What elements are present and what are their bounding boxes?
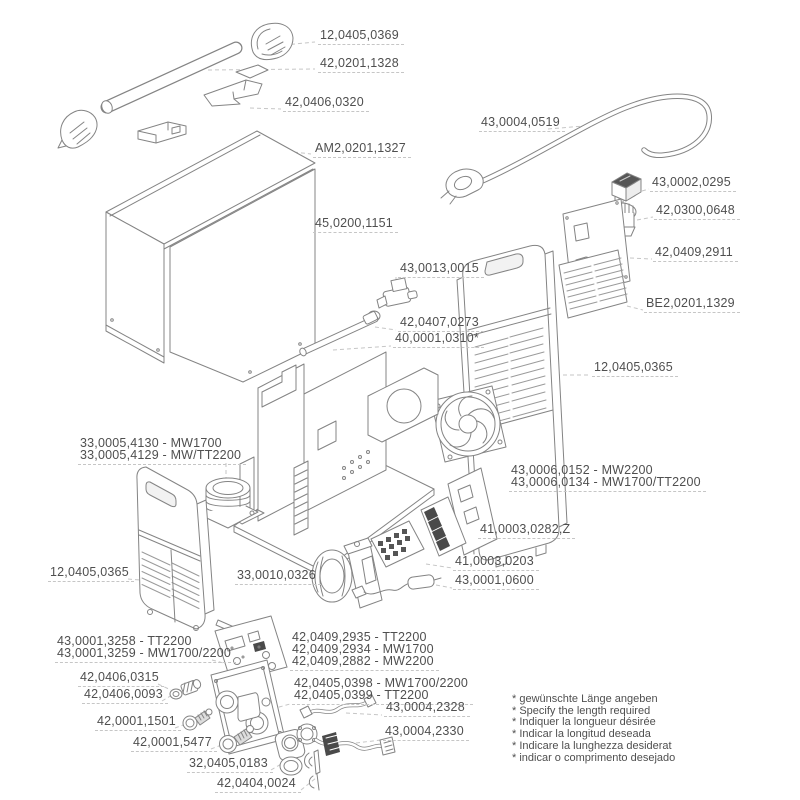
- fixing-clip: [304, 749, 321, 791]
- part-number-text: 43,0006,0134 - MW1700/TT2200: [511, 475, 701, 489]
- part-number-text: 42,0405,0398 - MW1700/2200: [294, 676, 469, 690]
- part-label-42-0404-0024: 42,0404,0024: [215, 777, 301, 793]
- latch-bracket: [137, 121, 187, 144]
- chassis: [233, 351, 439, 578]
- housing-cover: [105, 130, 316, 383]
- plug-small: [182, 708, 213, 731]
- corner-cap-top: [250, 22, 294, 61]
- part-label-43-0002-0295: 43,0002,0295: [650, 176, 736, 192]
- part-label-43-0004-2330: 43,0004,2330: [383, 725, 469, 741]
- control-pcb: [214, 615, 288, 683]
- part-label-12-0405-0365-left: 12,0405,0365: [48, 566, 134, 582]
- fan: [430, 385, 507, 463]
- part-number-text: 43,0006,0152 - MW2200: [511, 463, 653, 477]
- pcb-cluster: [370, 467, 498, 568]
- part-label-42-0201-1328: 42,0201,1328: [318, 57, 404, 73]
- part-label-41-0003-0282z: 41,0003,0282,Z: [478, 523, 576, 539]
- footnote-line: * Indicare la lunghezza desiderat: [512, 739, 672, 752]
- part-label-40-0001-0310: 40,0001,0310*: [393, 332, 484, 348]
- part-label-42-0001-5477: 42,0001,5477: [131, 736, 217, 752]
- part-label-45-0200-1151: 45,0200,1151: [313, 217, 398, 233]
- part-label-group-43-0001: 43,0001,3258 - TT2200 43,0001,3259 - MW1…: [55, 634, 237, 663]
- part-number-text: 42,0405,0399 - TT2200: [294, 688, 429, 702]
- part-label-43-0004-2328: 43,0004,2328: [384, 701, 470, 717]
- corner-cap-left: [57, 109, 98, 149]
- gas-hose: [299, 311, 379, 357]
- part-label-42-0409-2911: 42,0409,2911: [653, 246, 738, 262]
- part-label-12-0405-0365-right: 12,0405,0365: [592, 361, 678, 377]
- footnote-line: * Specify the length required: [512, 704, 651, 717]
- part-label-am2-0201-1327: AM2,0201,1327: [313, 142, 411, 158]
- power-switch: [611, 172, 642, 208]
- part-number-text: 42,0409,2882 - MW2200: [292, 654, 434, 668]
- part-label-43-0001-0600: 43,0001,0600: [453, 574, 539, 590]
- part-number-text: 33,0005,4130 - MW1700: [80, 436, 222, 450]
- part-label-group-43-0006: 43,0006,0152 - MW2200 43,0006,0134 - MW1…: [509, 464, 706, 492]
- part-label-41-0003-0203: 41,0003,0203: [453, 555, 539, 571]
- part-label-group-33-0005: 33,0005,4130 - MW1700 33,0005,4129 - MW/…: [78, 436, 247, 465]
- part-number-text: 43,0001,3258 - TT2200: [57, 634, 192, 648]
- part-number-text: 43,0001,3259 - MW1700/2200: [57, 646, 232, 660]
- plug-large: [219, 725, 254, 753]
- adapter-sleeves: [169, 679, 202, 700]
- handle-tube: [100, 41, 243, 114]
- part-label-group-42-0405: 42,0405,0398 - MW1700/2200 42,0405,0399 …: [292, 676, 474, 705]
- vent-grille: [558, 249, 628, 319]
- footnote-block: * gewünschte Länge angeben * Specify the…: [512, 693, 676, 764]
- mounting-bracket: [203, 64, 269, 107]
- part-number-text: 42,0409,2934 - MW1700: [292, 642, 434, 656]
- panel-socket: [274, 729, 306, 776]
- part-label-43-0013-0015: 43,0013,0015: [398, 262, 484, 278]
- part-label-42-0406-0320: 42,0406,0320: [283, 96, 369, 112]
- part-label-be2-0201-1329: BE2,0201,1329: [644, 297, 740, 313]
- part-label-12-0405-0369: 12,0405,0369: [318, 29, 404, 45]
- transformer: [311, 537, 383, 609]
- part-label-42-0406-0093: 42,0406,0093: [82, 688, 168, 704]
- part-label-43-0004-0519: 43,0004,0519: [479, 116, 565, 132]
- part-label-33-0010-0326: 33,0010,0326: [235, 569, 321, 585]
- part-label-42-0406-0315: 42,0406,0315: [78, 671, 164, 687]
- footnote-line: * gewünschte Länge angeben: [512, 693, 658, 705]
- side-panel-right: [456, 244, 568, 568]
- part-label-42-0407-0273: 42,0407,0273: [398, 316, 484, 332]
- side-panel-left: [136, 466, 215, 631]
- footnote-line: * indicar o comprimento desejado: [512, 751, 676, 764]
- harness-cable-2: [296, 723, 396, 756]
- part-label-32-0405-0183: 32,0405,0183: [187, 757, 273, 773]
- mains-cable: [440, 93, 712, 205]
- sensor-cable: [351, 574, 442, 599]
- part-label-42-0300-0648: 42,0300,0648: [654, 204, 740, 220]
- footnote-line: * Indiquer la longueur désirée: [512, 716, 656, 729]
- part-label-42-0001-1501: 42,0001,1501: [95, 715, 181, 731]
- part-number-text: 33,0005,4129 - MW/TT2200: [80, 448, 242, 462]
- part-number-text: 42,0409,2935 - TT2200: [292, 630, 427, 644]
- footnote-line: * Indicar la longitud deseada: [512, 728, 651, 741]
- harness-cable-1: [299, 694, 377, 719]
- part-label-group-42-0409: 42,0409,2935 - TT2200 42,0409,2934 - MW1…: [290, 631, 439, 671]
